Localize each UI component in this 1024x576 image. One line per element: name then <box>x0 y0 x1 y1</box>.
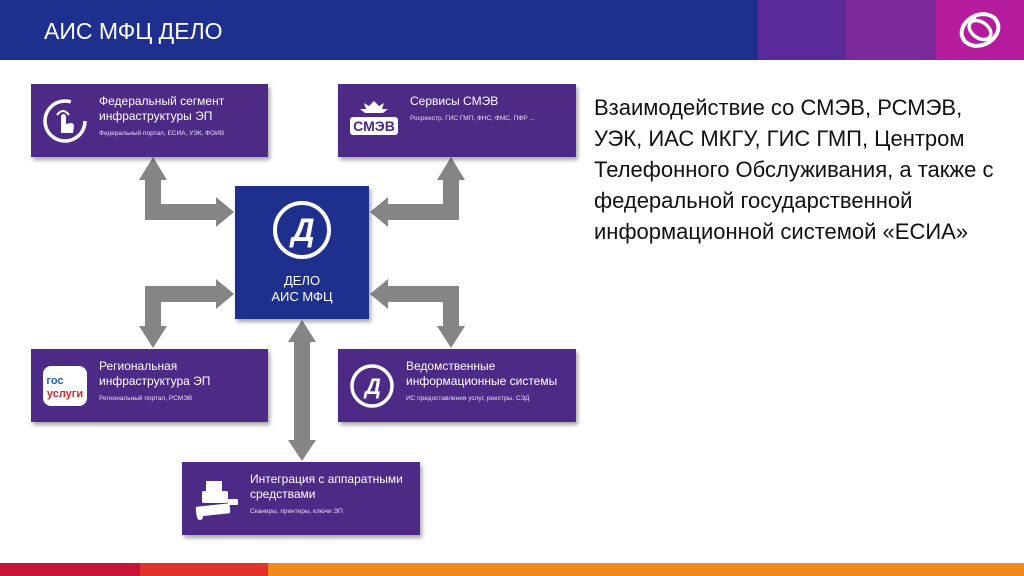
center-icon-letter: Д <box>288 212 314 248</box>
footer-stripe-3 <box>268 563 1024 576</box>
header-logo-block <box>936 0 1024 60</box>
arrow-regional-horizontal <box>145 286 219 302</box>
node-regional-subtitle: Региональный портал, РСМЭВ <box>99 395 193 402</box>
page-title: АИС МФЦ ДЕЛО <box>44 18 223 44</box>
header-accent-2 <box>846 0 936 60</box>
node-departmental: Д Ведомственные информационные системы И… <box>338 349 576 422</box>
arrow-center-head-tl <box>216 197 234 227</box>
arrow-center-head-bl <box>216 279 234 309</box>
center-label-line2: АИС МФЦ <box>271 289 333 304</box>
node-regional: гос услуги Региональная инфраструктура Э… <box>31 349 268 422</box>
node-smev-title: Сервисы СМЭВ <box>410 94 499 108</box>
mfc-swirl-logo-icon <box>959 12 1001 48</box>
node-smev: СМЭВ Сервисы СМЭВ Росреестр, ГИС ГМП, ФН… <box>338 84 576 157</box>
node-federal-title: Федеральный сегмент инфраструктуры ЭП <box>99 94 225 123</box>
arrow-smev-head <box>437 157 465 180</box>
footer-stripe-1 <box>0 563 140 576</box>
node-federal-subtitle: Федеральный портал, ЕСИА, УЭК, ФОИВ <box>99 130 225 137</box>
arrow-hardware-head-down <box>288 440 316 461</box>
node-hardware-subtitle: Сканеры, принтеры, ключи ЭП <box>250 508 343 515</box>
node-center-delo: Д ДЕЛО АИС МФЦ <box>235 186 369 319</box>
gosuslugi-icon-text-2: услуги <box>47 388 83 400</box>
arrow-hardware-head-up <box>288 320 316 342</box>
printer-scanner-icon <box>195 480 238 520</box>
gosuslugi-icon-text-1: гос <box>46 375 63 387</box>
smev-icon-text: СМЭВ <box>353 118 395 134</box>
description-text: Взаимодействие со СМЭВ, РСМЭВ, УЭК, ИАС … <box>594 95 994 244</box>
arrow-center-head-tr <box>370 197 388 227</box>
arrow-center-head-br <box>370 279 388 309</box>
node-departmental-subtitle: ИС предоставления услуг, реестры, СЭД <box>406 395 530 402</box>
arrow-regional-vertical <box>145 286 161 330</box>
arrow-federal-horizontal <box>145 204 219 220</box>
node-hardware: Интеграция с аппаратными средствами Скан… <box>182 462 420 535</box>
header-accent-1 <box>758 0 846 60</box>
node-federal: Федеральный сегмент инфраструктуры ЭП Фе… <box>31 84 268 157</box>
gosuslugi-icon: гос услуги <box>43 365 87 406</box>
arrow-hardware-vertical <box>294 340 310 442</box>
arrow-dept-vertical <box>443 286 459 330</box>
node-smev-subtitle: Росреестр, ГИС ГМП, ФНС, ФМС, ПФР ... <box>410 115 535 122</box>
delo-d-icon: Д <box>273 201 331 259</box>
delo-d-small-icon: Д <box>350 363 394 408</box>
header-bar <box>0 0 758 60</box>
arrow-dept-head <box>437 326 465 348</box>
arrow-regional-head <box>139 326 167 348</box>
arrow-dept-horizontal <box>384 286 459 302</box>
node-departmental-title: Ведомственные информационные системы <box>406 359 558 388</box>
node-hardware-title: Интеграция с аппаратными средствами <box>250 472 403 501</box>
footer-stripe-2 <box>140 563 268 576</box>
dept-icon-letter: Д <box>363 374 381 399</box>
smev-emblem-icon: СМЭВ <box>350 100 398 135</box>
hand-touch-icon <box>43 98 87 143</box>
arrow-federal-head <box>139 157 167 180</box>
arrow-smev-horizontal <box>384 204 459 220</box>
center-label-line1: ДЕЛО <box>283 273 321 288</box>
node-regional-title: Региональная инфраструктура ЭП <box>99 359 211 388</box>
